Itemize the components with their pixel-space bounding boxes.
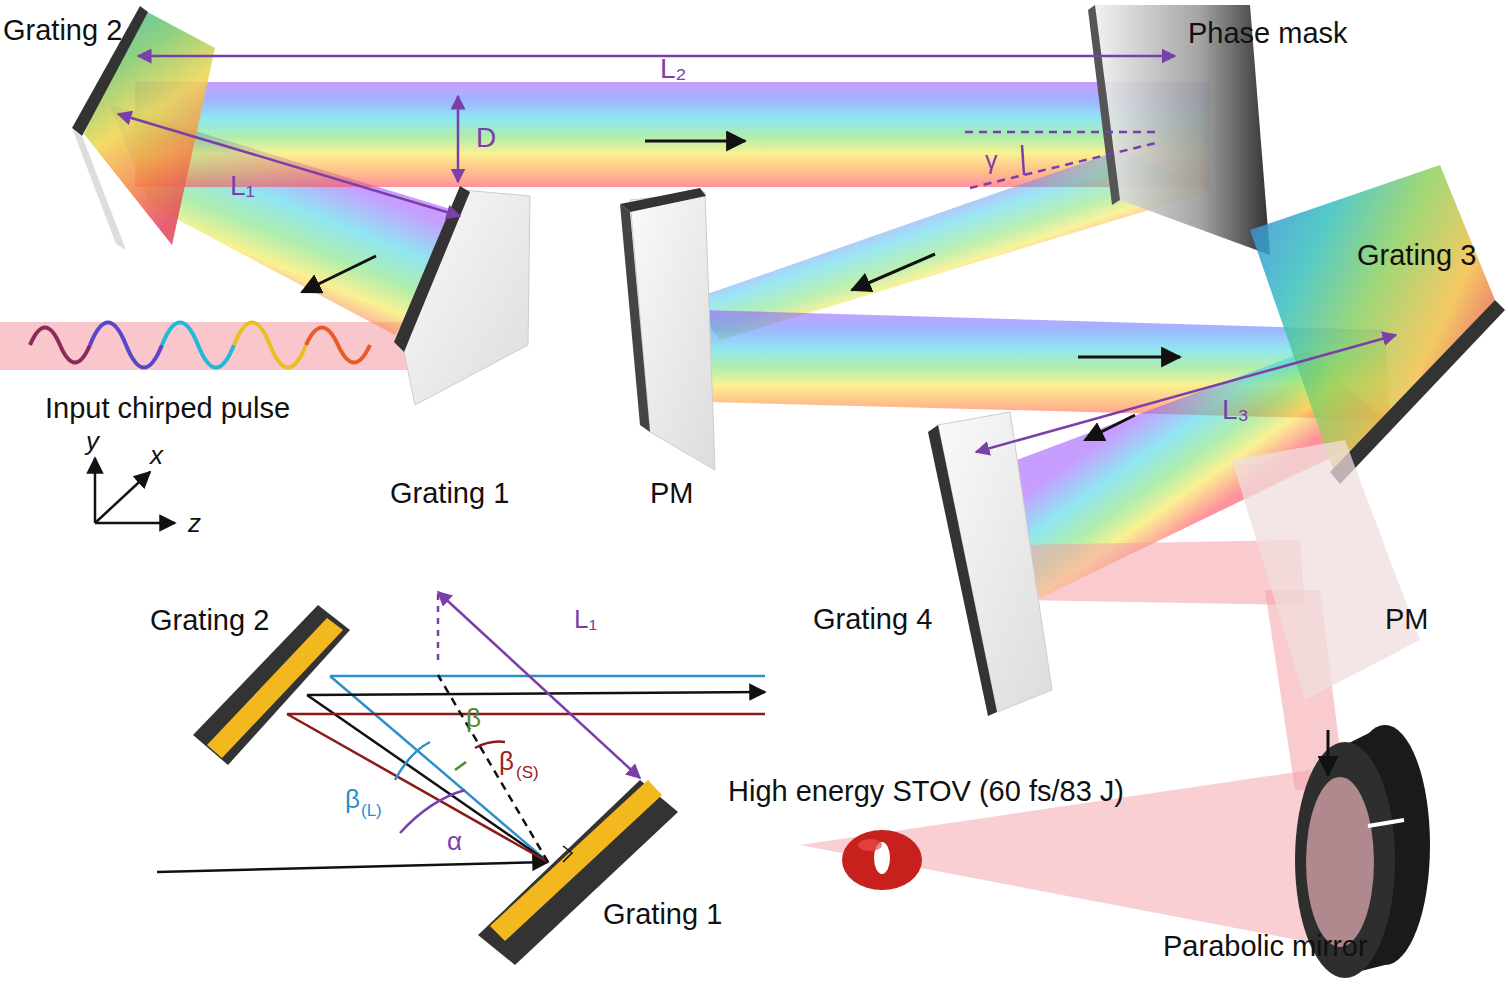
chirped-pulse-wave — [90, 323, 162, 368]
stov-icon — [842, 830, 922, 890]
angle-subscript: (L) — [361, 802, 382, 819]
grating — [1250, 165, 1505, 484]
direction-arrow — [1327, 730, 1330, 775]
component-label: Grating 2 — [3, 16, 122, 45]
direction-arrow — [302, 256, 376, 292]
inset-ray — [287, 714, 548, 862]
direction-arrow — [302, 141, 1328, 775]
angle-label: β — [345, 786, 360, 812]
component-label: Grating 1 — [603, 900, 722, 929]
axis — [95, 472, 150, 523]
component-label: Grating 1 — [390, 479, 509, 508]
grating — [1330, 300, 1505, 484]
inset-ray — [307, 692, 765, 695]
grating — [928, 412, 1052, 716]
plane-mirror — [620, 188, 715, 470]
axis — [95, 522, 175, 525]
stov-icon — [842, 830, 922, 890]
direction-arrow — [1078, 356, 1180, 359]
plane-mirror — [1232, 440, 1420, 700]
inset-ray — [438, 675, 548, 862]
laser-beam — [135, 82, 1210, 187]
axis — [94, 458, 97, 523]
inset-ray — [330, 675, 765, 678]
plane-mirror — [620, 204, 650, 432]
inset-ray — [157, 862, 548, 872]
distance-label: D — [476, 124, 496, 152]
phase-mask — [1088, 5, 1120, 205]
plane-mirror — [620, 188, 706, 212]
dimension-arrow — [118, 56, 1396, 452]
parabolic-mirror — [1368, 820, 1404, 826]
component-label: Grating 3 — [1357, 241, 1476, 270]
axis-label: x — [150, 442, 163, 468]
component-label: Grating 4 — [813, 605, 932, 634]
grating — [394, 186, 470, 352]
dimension-arrow — [138, 55, 1175, 58]
inset-grating — [478, 780, 678, 965]
inset-ray — [438, 592, 640, 778]
laser-beam — [0, 322, 420, 370]
dimension-arrow — [1022, 145, 1024, 175]
inset-ray — [330, 676, 548, 862]
inset-ray — [563, 846, 572, 862]
component-label: Parabolic mirror — [1163, 932, 1368, 961]
grating — [928, 425, 997, 716]
inset-ray — [307, 695, 548, 862]
component-label: PM — [1385, 605, 1429, 634]
chirped-pulse-wave — [162, 323, 234, 368]
component-label: Grating 2 — [150, 606, 269, 635]
stov-icon — [858, 839, 882, 851]
angle-label: β — [466, 705, 481, 731]
component-label: Phase mask — [1188, 19, 1348, 48]
plane-mirror — [1232, 440, 1420, 700]
distance-label: L₁ — [230, 172, 255, 200]
direction-arrow — [852, 254, 935, 290]
chirped-pulse-wave — [30, 323, 370, 368]
distance-label: L₁ — [574, 606, 597, 632]
direction-arrow — [645, 140, 745, 143]
dimension-arrow — [457, 96, 460, 182]
grating — [72, 128, 126, 250]
direction-arrow — [1085, 415, 1135, 440]
pulse-label: Input chirped pulse — [45, 394, 290, 423]
axis — [95, 458, 175, 523]
distance-label: L₂ — [660, 55, 686, 83]
dimension-arrow — [965, 131, 1160, 134]
angle-subscript: (S) — [516, 764, 539, 781]
parabolic-mirror — [1306, 777, 1374, 947]
angle-label: α — [447, 828, 462, 854]
component-label: PM — [650, 479, 694, 508]
inset-ray — [395, 742, 430, 780]
dimension-arrow — [970, 142, 1160, 188]
inset-ray — [400, 790, 465, 833]
angle-label: γ — [985, 148, 998, 173]
inset-ray — [287, 713, 765, 716]
axis-label: y — [86, 428, 99, 454]
chirped-pulse-wave — [30, 328, 90, 363]
chirped-pulse-wave — [306, 328, 370, 363]
dimension-arrow — [976, 335, 1396, 452]
inset-ray — [437, 590, 440, 660]
distance-label: L₃ — [1222, 396, 1249, 424]
inset-ray — [455, 762, 466, 770]
axis-label: z — [188, 510, 201, 536]
plane-mirror — [630, 192, 715, 470]
output-label: High energy STOV (60 fs/83 J) — [728, 777, 1124, 806]
angle-label: β — [499, 748, 514, 774]
chirped-pulse-wave — [234, 323, 306, 368]
grating — [938, 412, 1052, 712]
dimension-arrow — [118, 114, 460, 216]
grating — [394, 186, 530, 405]
inset-grating — [207, 618, 343, 758]
